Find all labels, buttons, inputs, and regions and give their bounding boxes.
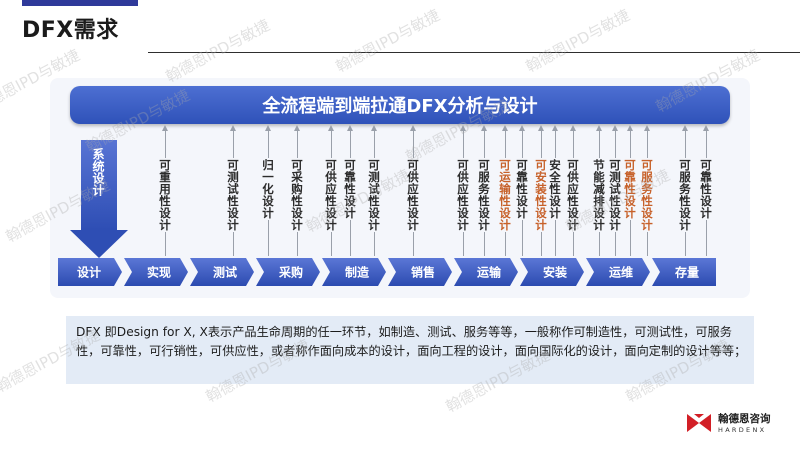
requirement-label: 可安装性设计 [534, 158, 548, 232]
stage-chevron [322, 258, 386, 286]
top-accent-bar [22, 0, 138, 6]
stage-chevron [190, 258, 254, 286]
requirement-label: 可测试性设计 [608, 158, 622, 232]
requirement-label: 可靠性设计 [515, 158, 529, 220]
requirement-label: 可重用性设计 [158, 158, 172, 232]
stage-label: 实现 [147, 265, 171, 280]
requirement-label: 可服务性设计 [477, 158, 491, 232]
requirement-label: 可运输性设计 [498, 158, 512, 232]
requirement-label: 归一化设计 [261, 158, 275, 220]
stage-label: 销售 [411, 265, 435, 280]
logo-name-en: HARDENX [718, 426, 767, 434]
stage-chevron [58, 258, 122, 286]
requirement-label: 可供应性设计 [456, 158, 470, 232]
requirement-label: 可靠性设计 [343, 158, 357, 220]
stage-label: 运维 [609, 265, 633, 280]
title-underline [148, 52, 800, 53]
requirement-label: 可供应性设计 [566, 158, 580, 232]
arrow-shaft [81, 140, 117, 230]
requirement-label: 可采购性设计 [290, 158, 304, 232]
stage-chevron [586, 258, 650, 286]
system-design-arrow: 系统设计 [70, 140, 128, 260]
requirement-label: 可供应性设计 [406, 158, 420, 232]
logo-mark-icon [687, 414, 711, 432]
requirement-label: 可服务性设计 [678, 158, 692, 232]
requirement-label: 可测试性设计 [226, 158, 240, 232]
stage-label: 制造 [345, 265, 370, 280]
requirement-label: 可供应性设计 [324, 158, 338, 232]
system-design-label: 系统设计 [91, 148, 105, 196]
logo-name-cn: 翰德恩咨询 [718, 413, 771, 425]
requirement-label: 可测试性设计 [367, 158, 381, 232]
stage-chevron [256, 258, 320, 286]
hardenx-logo: 翰德恩咨询 HARDENX [686, 410, 796, 438]
requirement-label: 可靠性设计 [699, 158, 713, 220]
arrow-head [70, 230, 128, 258]
requirement-label: 节能减排设计 [592, 158, 606, 232]
stage-chevron [124, 258, 188, 286]
requirement-label: 安全性设计 [548, 158, 562, 220]
page-title: DFX需求 [22, 18, 119, 43]
stage-chevron [652, 258, 716, 286]
dfx-banner: 全流程端到端拉通DFX分析与设计 [70, 86, 730, 124]
stage-label: 存量 [674, 265, 699, 280]
stage-chevron [388, 258, 452, 286]
stage-label: 设计 [77, 265, 101, 280]
watermark-text: 翰德恩IPD与敏捷 [162, 15, 273, 86]
stage-chevron [520, 258, 584, 286]
description-box: DFX 即Design for X, X表示产品生命周期的任一环节，如制造、测试… [66, 316, 754, 384]
stage-label: 测试 [213, 265, 237, 280]
requirement-label: 可服务性设计 [640, 158, 654, 232]
stage-bar: 设计 实现 测试 采购 制造 销售 运输 安装 运维 存量 [58, 258, 716, 286]
stage-chevron [454, 258, 518, 286]
stage-label: 安装 [543, 265, 567, 280]
requirement-label: 可靠性设计 [623, 158, 637, 220]
watermark-text: 翰德恩IPD与敏捷 [332, 5, 443, 76]
description-text: DFX 即Design for X, X表示产品生命周期的任一环节，如制造、测试… [76, 325, 747, 358]
stage-label: 运输 [477, 265, 502, 280]
stage-label: 采购 [278, 265, 303, 280]
watermark-text: 翰德恩IPD与敏捷 [522, 5, 633, 76]
